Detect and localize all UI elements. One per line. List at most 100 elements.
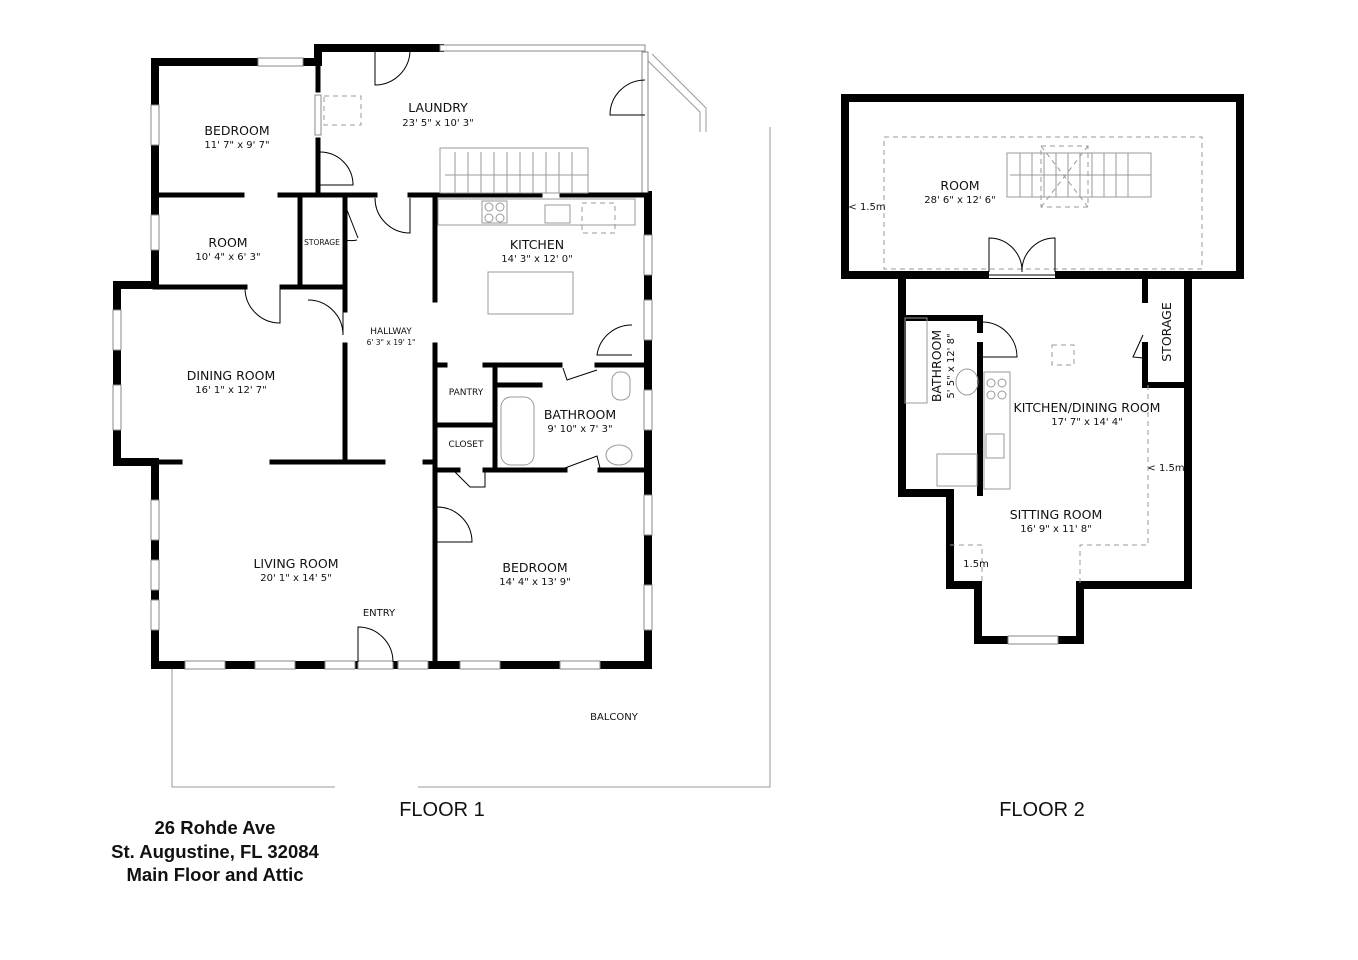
- door-swing: [244, 287, 281, 324]
- stove-icon: [481, 200, 508, 224]
- door-swing: [1132, 334, 1144, 359]
- stair-treads: [445, 152, 588, 193]
- door-swing: [981, 321, 1018, 358]
- door-swing: [357, 626, 394, 663]
- hatch: [581, 202, 616, 234]
- room-size: 6' 3" x 19' 1": [367, 338, 416, 347]
- toilet-icon: [611, 371, 631, 401]
- room-name: KITCHEN/DINING ROOM: [1014, 400, 1161, 415]
- room-size: 5' 5" x 12' 8": [946, 333, 957, 398]
- sink-icon: [544, 204, 571, 224]
- window: [559, 660, 601, 670]
- balcony-outline: [171, 127, 771, 788]
- room-size: 23' 5" x 10' 3": [402, 118, 474, 129]
- height-note: < 1.5m: [1147, 463, 1184, 474]
- room-name: STORAGE: [1159, 302, 1174, 362]
- window: [459, 660, 501, 670]
- hatch: [323, 95, 362, 126]
- room-size: 16' 9" x 11' 8": [1020, 524, 1092, 535]
- low-ceiling-area: [950, 385, 1149, 585]
- room-name: BEDROOM: [502, 560, 567, 575]
- window: [439, 44, 646, 52]
- kitchen-counter: [437, 198, 636, 226]
- address-city: St. Augustine, FL 32084: [111, 840, 319, 862]
- bathtub-icon: [500, 396, 535, 466]
- room-name: PANTRY: [449, 388, 484, 398]
- window: [150, 214, 160, 251]
- window: [184, 660, 226, 670]
- window: [643, 299, 653, 341]
- address-street: 26 Rohde Ave: [154, 817, 276, 838]
- room-name: LIVING ROOM: [253, 556, 338, 571]
- room-name: BEDROOM: [204, 123, 269, 138]
- room-name: BALCONY: [590, 712, 639, 723]
- door-swing: [436, 506, 473, 543]
- window: [397, 660, 429, 670]
- toilet-icon: [955, 368, 979, 396]
- room-name: KITCHEN: [510, 237, 564, 252]
- room-size: 28' 6" x 12' 6": [924, 195, 996, 206]
- window: [112, 309, 122, 351]
- bay-outline: [644, 53, 707, 132]
- wall: [432, 192, 651, 668]
- stairs: [439, 147, 589, 194]
- window: [150, 499, 160, 541]
- door-swing: [454, 471, 486, 488]
- height-note: < 1.5m: [848, 202, 885, 213]
- height-note: 1.5m: [963, 559, 989, 570]
- double-door-opening: [989, 270, 1055, 278]
- room-size: 10' 4" x 6' 3": [195, 252, 260, 263]
- wall: [899, 276, 1191, 496]
- door-swing: [344, 204, 359, 242]
- door-swing: [596, 324, 633, 356]
- floor-title: FLOOR 1: [399, 799, 485, 821]
- wall: [152, 192, 348, 465]
- window: [314, 94, 322, 136]
- door-swing: [609, 79, 646, 116]
- window: [643, 494, 653, 536]
- door-swing: [374, 49, 411, 86]
- wall: [841, 94, 1244, 279]
- stove-icon: [986, 378, 1007, 400]
- property-address: 26 Rohde Ave St. Augustine, FL 32084 Mai…: [90, 816, 340, 887]
- door-swing: [374, 197, 411, 234]
- room-size: 20' 1" x 14' 5": [260, 573, 332, 584]
- room-name: BATHROOM: [544, 407, 616, 422]
- hatch-cross: [1040, 145, 1089, 208]
- window: [112, 384, 122, 431]
- address-description: Main Floor and Attic: [126, 864, 304, 885]
- room-name: HALLWAY: [370, 327, 412, 337]
- wall: [113, 58, 652, 669]
- window: [1007, 635, 1059, 645]
- entry-door-opening: [357, 660, 394, 670]
- bath-counter: [904, 317, 928, 404]
- shower-icon: [936, 453, 978, 487]
- wall: [898, 275, 1192, 644]
- double-door: [988, 237, 1056, 276]
- window: [257, 57, 304, 67]
- window: [643, 234, 653, 276]
- room-name: SITTING ROOM: [1010, 507, 1103, 522]
- room-name: CLOSET: [449, 440, 484, 450]
- hatch: [1051, 344, 1075, 366]
- room-size: 14' 3" x 12' 0": [501, 254, 573, 265]
- room-name: DINING ROOM: [187, 368, 276, 383]
- room-name: ROOM: [208, 235, 247, 250]
- kitchen-counter: [983, 371, 1011, 490]
- window: [150, 559, 160, 591]
- sink-icon: [985, 433, 1005, 459]
- room-name: STORAGE: [304, 238, 340, 247]
- stair-treads: [1010, 153, 1151, 197]
- room-size: 16' 1" x 12' 7": [195, 385, 267, 396]
- room-name: ROOM: [940, 178, 979, 193]
- room-size: 11' 7" x 9' 7": [204, 140, 269, 151]
- room-size: 14' 4" x 13' 9": [499, 577, 571, 588]
- window: [641, 51, 649, 195]
- sink-icon: [605, 444, 633, 466]
- door-swing: [307, 299, 344, 336]
- room-size: 17' 7" x 14' 4": [1051, 417, 1123, 428]
- floor1-plan: BEDROOM 11' 7" x 9' 7" LAUNDRY 23' 5" x …: [112, 44, 771, 821]
- window: [150, 599, 160, 631]
- door-swing: [562, 367, 598, 381]
